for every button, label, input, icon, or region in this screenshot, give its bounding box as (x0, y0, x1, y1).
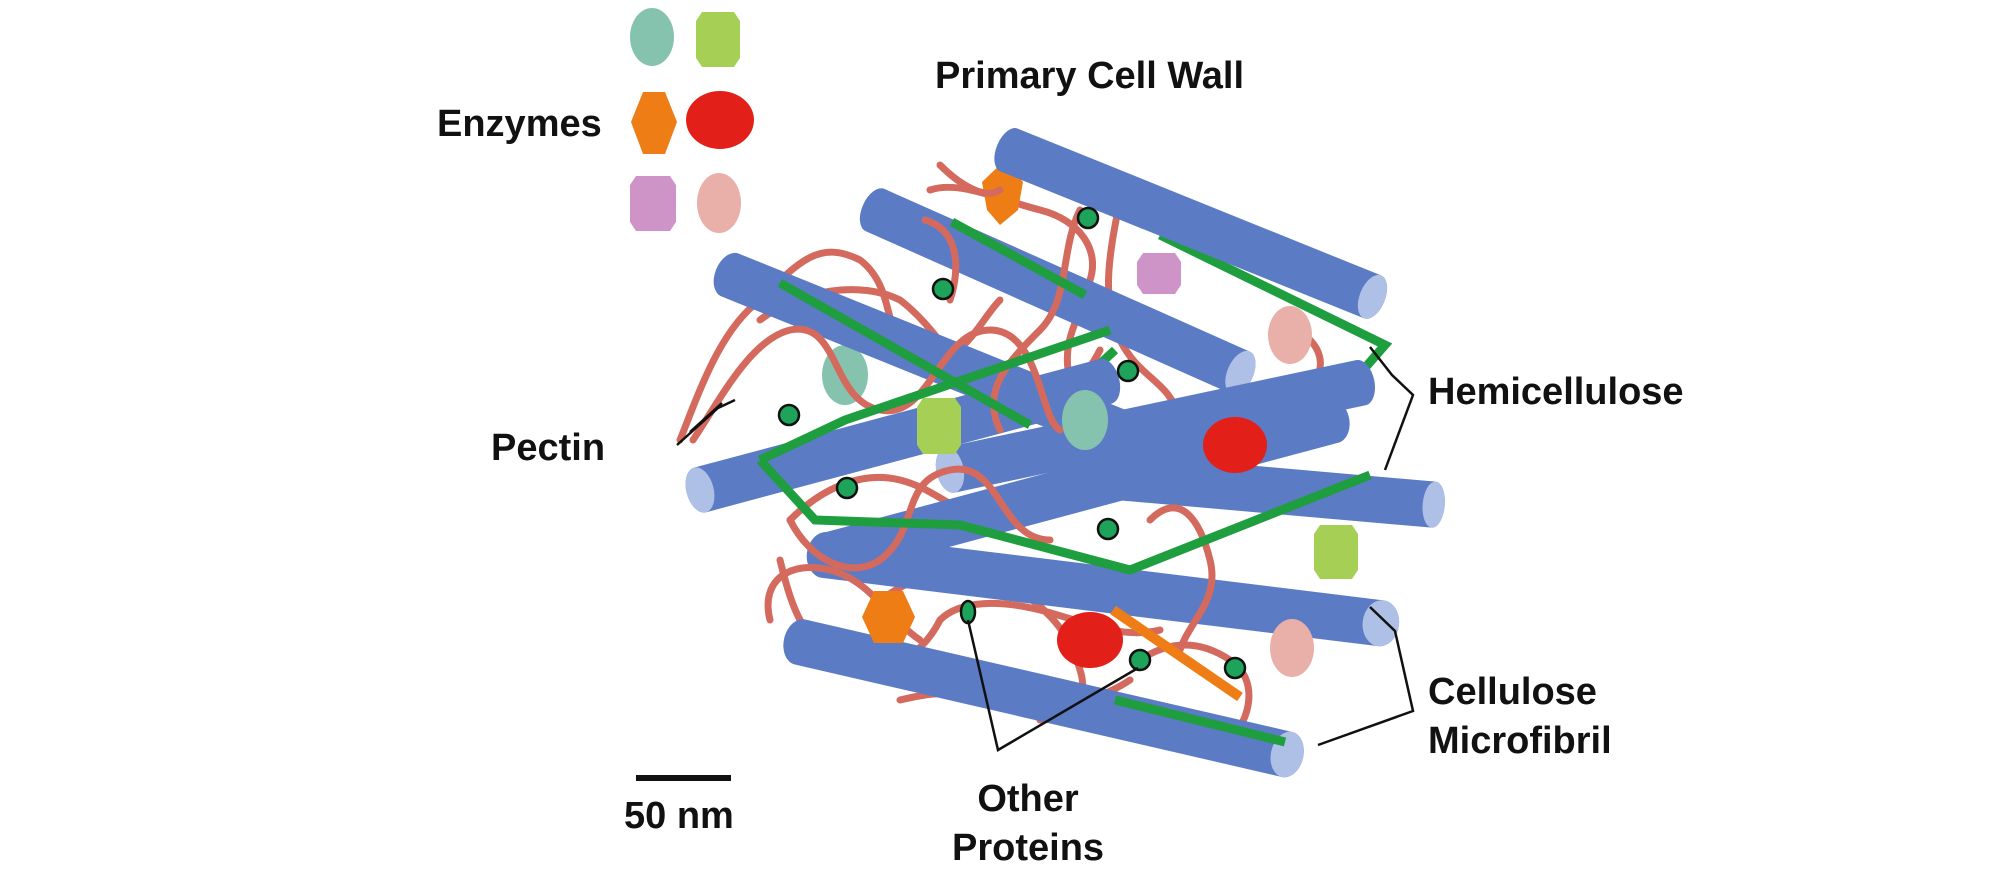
cellulose-label: Cellulose Microfibril (1428, 668, 1612, 767)
enzyme-legend (630, 8, 754, 233)
enzymes-label: Enzymes (437, 103, 602, 145)
enzyme-green-icon (696, 12, 740, 67)
other-proteins-dots (777, 206, 1247, 680)
leader-lines (676, 346, 1415, 752)
enzyme-teal-icon (630, 8, 674, 66)
pectin-label: Pectin (491, 427, 606, 469)
other-proteins-leader (966, 619, 1139, 752)
cellulose-label-line1: Cellulose (1428, 671, 1597, 713)
orange-linker (1110, 605, 1243, 702)
other-proteins-label: Other Proteins (952, 775, 1104, 874)
enzyme-orange-icon (631, 92, 677, 154)
other-proteins-line2: Proteins (952, 827, 1105, 870)
enzyme-purple-icon (630, 176, 676, 231)
enzyme-pink-icon (697, 173, 741, 233)
hemicellulose-leader (1369, 346, 1415, 471)
hemicellulose-label: Hemicellulose (1428, 371, 1684, 413)
hemicellulose-strands (756, 218, 1372, 747)
cellulose-label-line2: Microfibril (1428, 720, 1612, 763)
pectin-leader-2 (689, 402, 723, 433)
rod-bottom (778, 615, 1309, 781)
other-proteins-line1: Other (977, 778, 1079, 820)
enzyme-red-icon (686, 91, 754, 149)
enzymes-in-wall (862, 306, 1358, 677)
scale-bar-label: 50 nm (624, 795, 734, 837)
diagram-title: Primary Cell Wall (935, 55, 1245, 97)
cellulose-leader (1317, 606, 1415, 747)
